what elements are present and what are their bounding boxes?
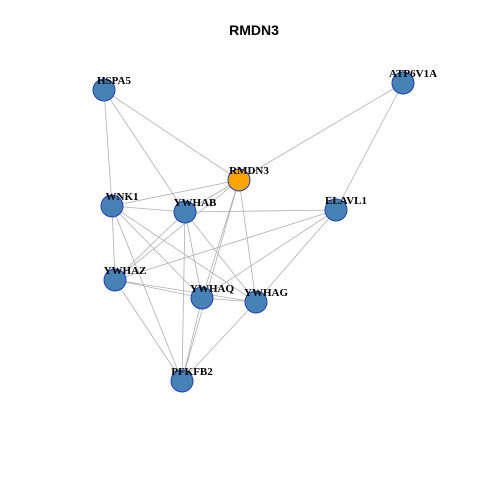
edge-rmdn3-pfkfb2: [181, 179, 240, 382]
edge-rmdn3-ywhaq: [201, 179, 240, 299]
edge-ywhab-pfkfb2: [181, 211, 186, 382]
edge-atp6v1a-rmdn3: [238, 82, 404, 181]
node-label-ywhab: YWHAB: [174, 197, 217, 209]
edge-elavl1-ywhag: [255, 209, 337, 303]
node-label-ywhag: YWHAG: [244, 287, 288, 299]
node-label-rmdn3: RMDN3: [229, 165, 269, 177]
edge-ywhab-elavl1: [184, 209, 337, 213]
edge-ywhaz-pfkfb2: [114, 279, 183, 382]
node-circle-wnk1: [100, 194, 124, 218]
edge-ywhaz-ywhaq: [114, 279, 203, 299]
node-rmdn3: RMDN3: [227, 165, 269, 192]
edge-ywhag-pfkfb2: [181, 301, 257, 382]
node-wnk1: WNK1: [100, 191, 139, 218]
node-hspa5: HSPA5: [92, 75, 132, 102]
node-ywhaq: YWHAQ: [190, 283, 234, 310]
diagram-title: RMDN3: [229, 22, 279, 38]
node-atp6v1a: ATP6V1A: [389, 68, 437, 95]
node-circle-rmdn3: [227, 168, 251, 192]
edge-wnk1-ywhab: [111, 205, 186, 213]
node-elavl1: ELAVL1: [324, 195, 367, 222]
edge-elavl1-ywhaz: [114, 209, 337, 281]
node-label-wnk1: WNK1: [106, 191, 139, 203]
node-label-atp6v1a: ATP6V1A: [389, 68, 437, 80]
node-circle-ywhab: [173, 200, 197, 224]
edge-ywhaz-ywhag: [114, 279, 257, 303]
node-label-ywhaz: YWHAZ: [104, 265, 147, 277]
edge-rmdn3-ywhaz: [114, 179, 240, 281]
edge-elavl1-ywhaq: [201, 209, 337, 299]
node-circle-ywhag: [244, 290, 268, 314]
node-label-elavl1: ELAVL1: [325, 195, 367, 207]
edge-atp6v1a-elavl1: [335, 82, 404, 211]
node-ywhaz: YWHAZ: [103, 265, 147, 292]
node-label-ywhaq: YWHAQ: [190, 283, 234, 295]
edge-wnk1-pfkfb2: [111, 205, 183, 382]
edge-rmdn3-ywhag: [238, 179, 257, 303]
node-circle-ywhaq: [190, 286, 214, 310]
edge-wnk1-ywhaz: [111, 205, 116, 281]
edge-ywhaq-pfkfb2: [181, 297, 203, 382]
node-pfkfb2: PFKFB2: [170, 366, 213, 393]
edge-hspa5-wnk1: [103, 89, 113, 207]
node-label-pfkfb2: PFKFB2: [171, 366, 213, 378]
node-ywhag: YWHAG: [244, 287, 288, 314]
edge-wnk1-ywhaq: [111, 205, 203, 299]
node-circle-ywhaz: [103, 268, 127, 292]
node-ywhab: YWHAB: [173, 197, 217, 224]
edge-ywhab-ywhag: [184, 211, 257, 303]
edge-rmdn3-wnk1: [111, 179, 240, 207]
node-circle-hspa5: [92, 78, 116, 102]
edge-hspa5-ywhab: [103, 89, 186, 213]
node-circle-atp6v1a: [391, 71, 415, 95]
node-circle-elavl1: [324, 198, 348, 222]
node-circle-pfkfb2: [170, 369, 194, 393]
edge-layer: [103, 82, 404, 382]
edge-hspa5-rmdn3: [103, 89, 240, 181]
edge-ywhab-ywhaz: [114, 211, 186, 281]
node-label-hspa5: HSPA5: [97, 75, 132, 87]
